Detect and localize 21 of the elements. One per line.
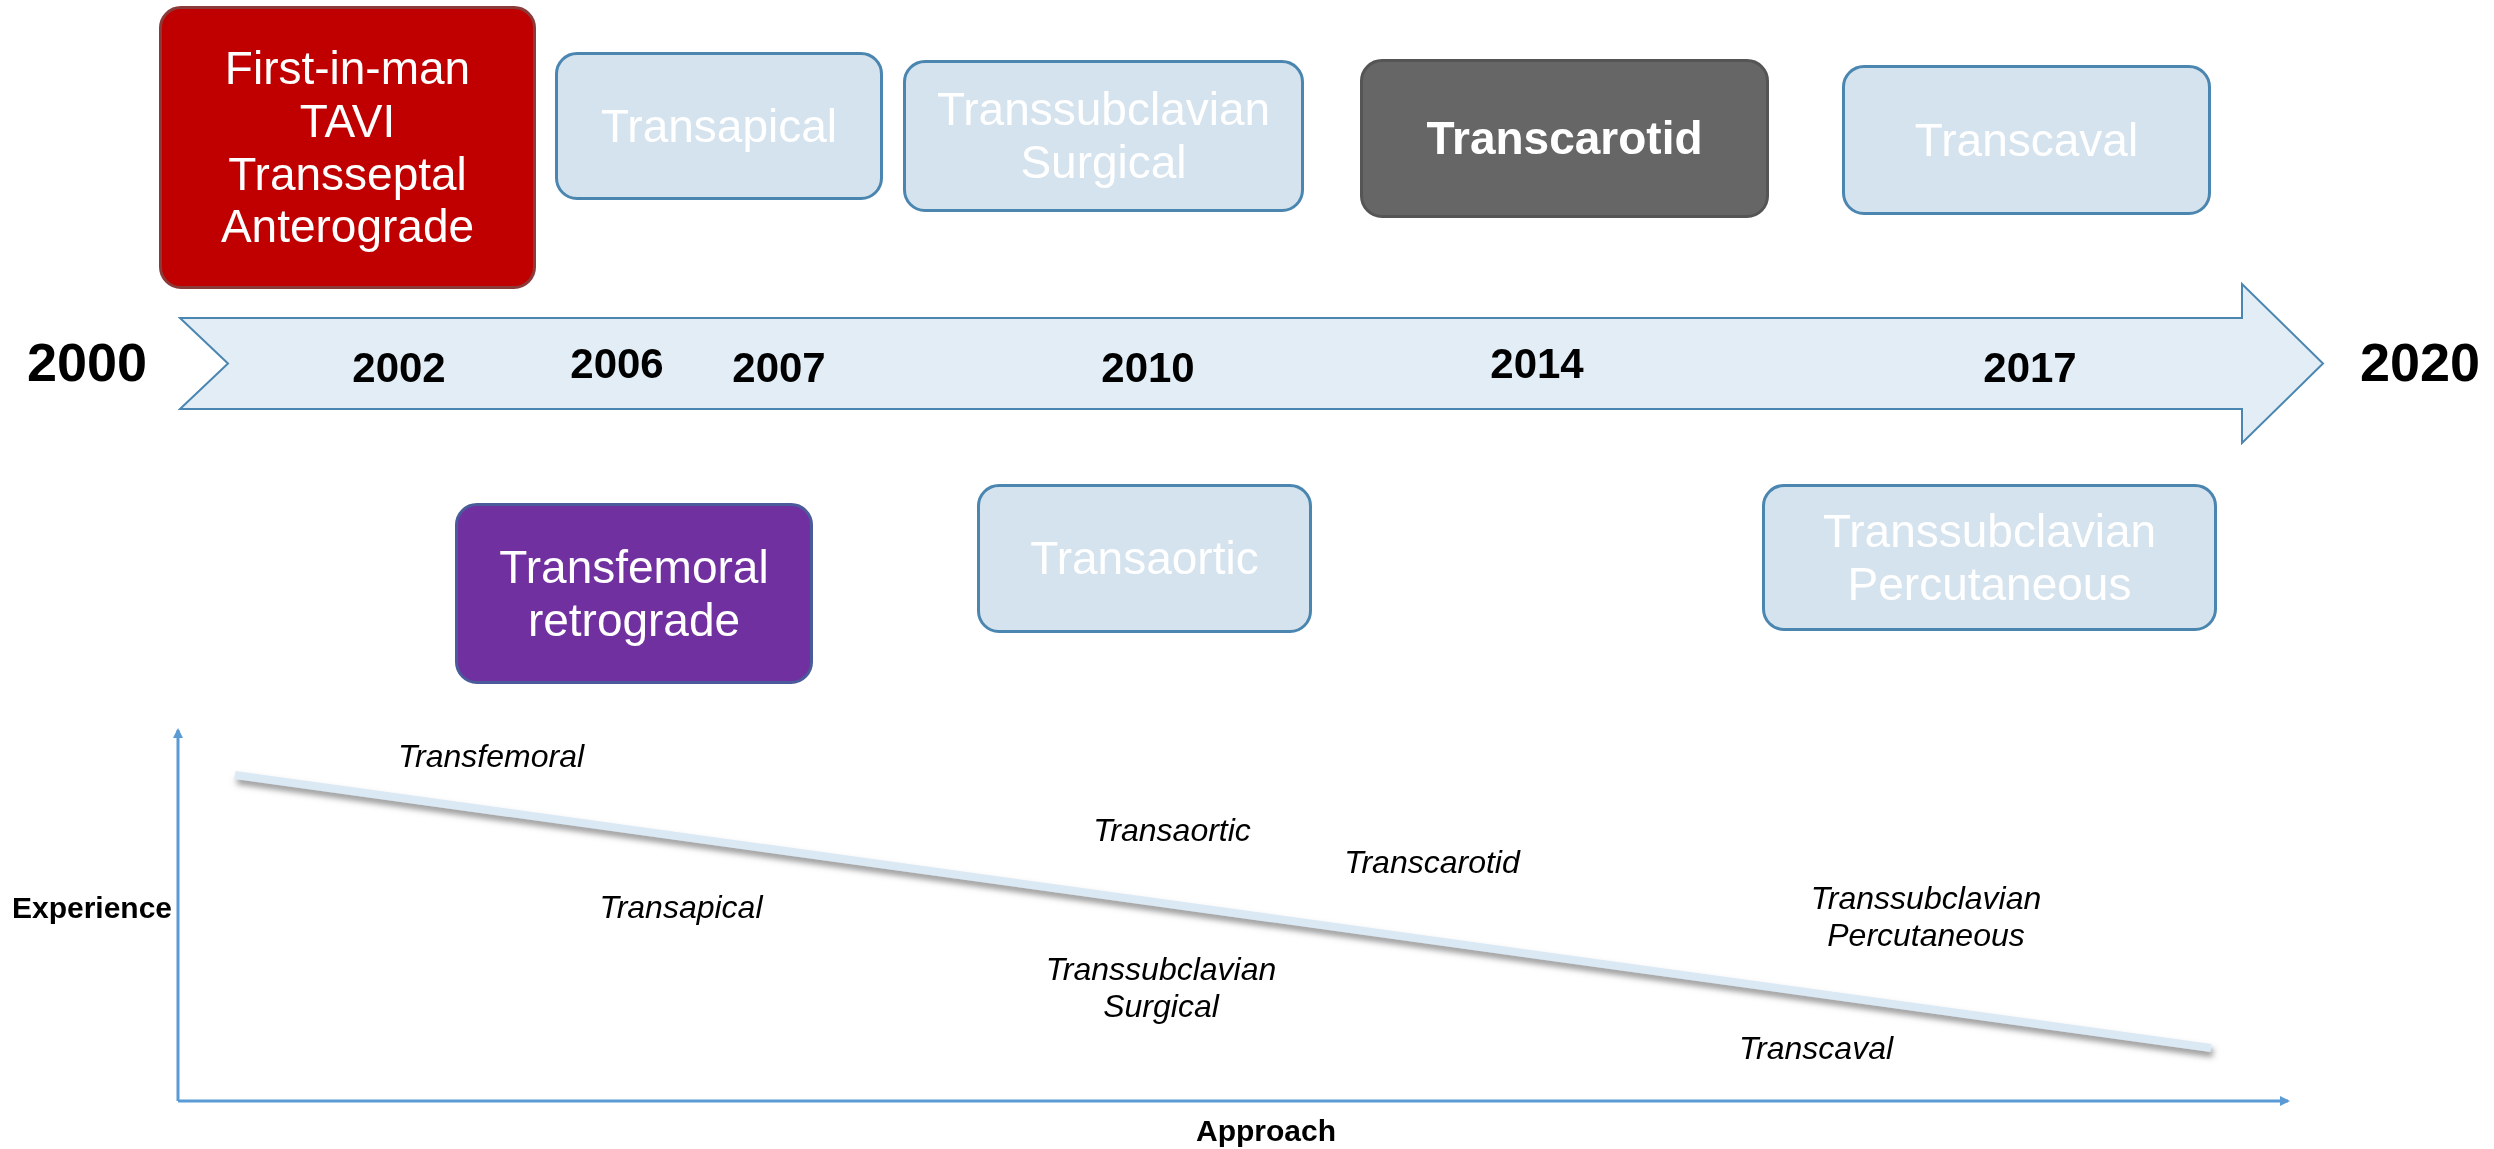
axis-label: Experience <box>11 891 173 925</box>
approach-label: Transfemoral <box>397 737 585 775</box>
milestone-box: Transfemoral retrograde <box>455 503 813 684</box>
milestone-box: First-in-man TAVI Transseptal Anterograde <box>159 6 536 289</box>
year-label: 2020 <box>2359 331 2481 393</box>
timeline-arrow <box>178 282 2325 445</box>
approach-label: Transcarotid <box>1344 843 1520 881</box>
axis-label: Approach <box>1196 1114 1336 1148</box>
year-label: 2007 <box>732 343 826 393</box>
approach-label: Transcaval <box>1738 1029 1894 1067</box>
year-label: 2014 <box>1490 339 1584 389</box>
year-label: 2000 <box>26 331 148 393</box>
approach-label: Transsubclavian Percutaneous <box>1809 880 2043 954</box>
approach-label: Transaortic <box>1093 811 1251 849</box>
year-label: 2017 <box>1983 343 2077 393</box>
year-label: 2006 <box>570 339 664 389</box>
approach-label: Transapical <box>599 888 763 926</box>
approach-box: Transcarotid <box>1360 59 1769 218</box>
approach-label: Transsubclavian Surgical <box>1044 951 1278 1025</box>
year-label: 2002 <box>352 343 446 393</box>
year-label: 2010 <box>1101 343 1195 393</box>
